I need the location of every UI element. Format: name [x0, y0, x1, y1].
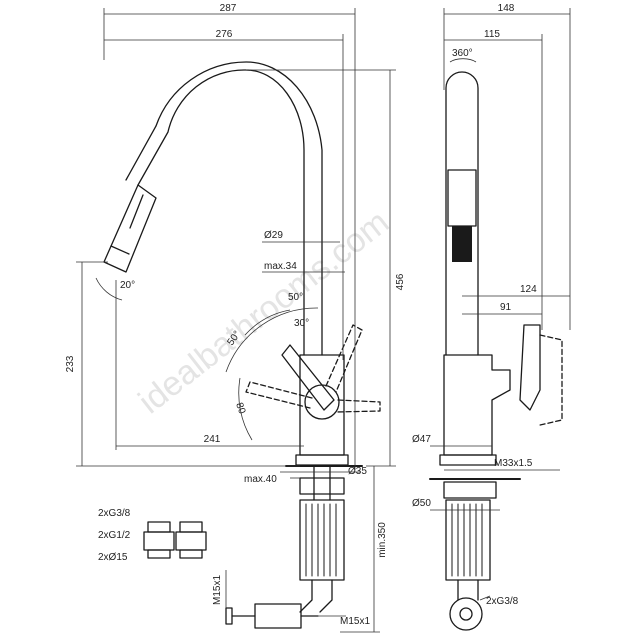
- dim-thread-vertical: M15x1: [212, 575, 223, 605]
- front-dim-swivel: 360°: [452, 48, 473, 59]
- front-dim-lever-124: 124: [520, 284, 537, 295]
- valve-fitting: [225, 607, 233, 625]
- dim-lever-reach: 241: [204, 434, 221, 445]
- spray-head-band-2: [129, 194, 144, 229]
- fitting-1: [143, 521, 175, 559]
- front-dim-thread-m33: M33x1.5: [494, 458, 533, 469]
- front-dim-base-plate: Ø50: [412, 498, 431, 509]
- front-spray-band: [447, 169, 477, 227]
- connection-valve: [254, 603, 302, 629]
- hose-ribs: [305, 503, 337, 577]
- front-spray-nozzle: [452, 226, 472, 262]
- front-dim-overall-width: 148: [498, 3, 515, 14]
- front-valve-wheel: [449, 597, 483, 631]
- dim-max-deck: max.40: [244, 474, 277, 485]
- front-lever: [519, 324, 541, 411]
- dim-overall-height: 456: [395, 273, 406, 290]
- base-ring: [295, 454, 349, 466]
- dim-thread-m15: M15x1: [340, 616, 370, 627]
- dim-spray-angle: 20°: [120, 280, 135, 291]
- spout-outline: [137, 69, 305, 356]
- deck-nut: [299, 477, 345, 495]
- spray-head: [103, 184, 157, 273]
- front-dim-body-diameter: Ø47: [412, 434, 431, 445]
- front-view: [429, 71, 563, 631]
- dim-angle-80: 80: [233, 401, 247, 416]
- fitting-2: [175, 521, 207, 559]
- dim-spout-max: max.34: [264, 261, 297, 272]
- lever-pivot: [304, 384, 340, 420]
- lever-alt-position: [335, 399, 381, 413]
- front-deck-nut: [443, 481, 497, 499]
- threaded-stud: [313, 465, 331, 501]
- side-view: [103, 61, 381, 629]
- dim-spout-reach: 276: [216, 29, 233, 40]
- front-base: [439, 454, 497, 466]
- dim-base-diameter: Ø35: [348, 466, 367, 477]
- spray-head-band: [110, 245, 130, 255]
- front-body: [443, 354, 511, 456]
- front-dim-lever-91: 91: [500, 302, 512, 313]
- spout-inner-outline: [125, 61, 323, 356]
- dim-angle-50-upper: 50°: [288, 292, 303, 303]
- lever-alt-position-3: [245, 381, 313, 409]
- lever-handle: [281, 344, 335, 411]
- hose-sleeve: [299, 499, 345, 581]
- front-lever-alt: [539, 334, 563, 426]
- lever-alt-position-2: [325, 324, 363, 393]
- front-hose: [445, 499, 491, 581]
- front-hose-ribs: [451, 503, 483, 577]
- fitting-label-d15: 2xØ15: [98, 552, 128, 563]
- front-dim-body-width: 115: [484, 29, 500, 40]
- fitting-label-g12: 2xG1/2: [98, 530, 131, 541]
- dim-overall-width: 287: [220, 3, 237, 14]
- front-dim-connection: 2xG3/8: [486, 596, 519, 607]
- front-valve-hub: [459, 607, 473, 621]
- hose-outlet: [299, 579, 333, 613]
- fitting-label-g38: 2xG3/8: [98, 508, 131, 519]
- dim-spout-height: 233: [65, 355, 76, 372]
- front-hose-outlet: [457, 579, 479, 601]
- dim-spout-diameter: Ø29: [264, 230, 283, 241]
- dim-angle-30: 30°: [294, 318, 309, 329]
- dim-min-length: min.350: [377, 522, 388, 558]
- tap-body: [299, 354, 345, 456]
- front-spout: [445, 71, 479, 356]
